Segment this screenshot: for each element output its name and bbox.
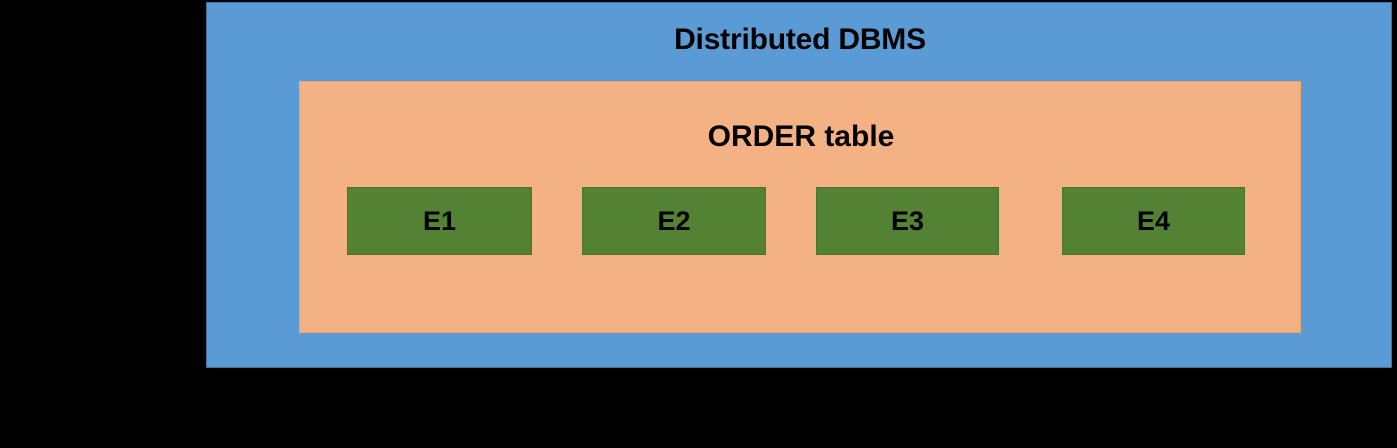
fragment-box-e1: E1: [347, 187, 532, 255]
fragment-box-e3: E3: [816, 187, 999, 255]
order-table-container: ORDER table E1 E2 E3 E4: [299, 81, 1301, 333]
distributed-dbms-title: Distributed DBMS: [674, 23, 926, 56]
fragment-row: E1 E2 E3 E4: [300, 187, 1302, 255]
fragment-box-e4: E4: [1062, 187, 1245, 255]
fragment-box-e2: E2: [582, 187, 766, 255]
order-table-title: ORDER table: [707, 120, 895, 153]
distributed-dbms-container: Distributed DBMS ORDER table E1 E2 E3 E4: [206, 2, 1392, 368]
fragment-label-e3: E3: [890, 205, 925, 236]
fragment-label-e4: E4: [1136, 205, 1171, 236]
fragment-label-e2: E2: [657, 205, 691, 236]
fragment-label-e1: E1: [422, 205, 457, 236]
